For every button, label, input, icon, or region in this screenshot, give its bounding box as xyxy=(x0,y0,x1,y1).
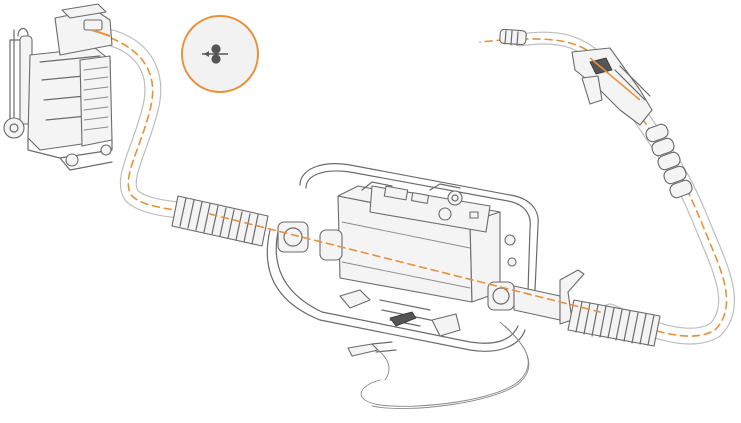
torch-cable-segments xyxy=(645,123,693,199)
wire-path-center xyxy=(209,213,601,313)
welding-machine-trolley xyxy=(3,3,113,171)
hose-boot-left xyxy=(171,195,269,247)
wire-feeder-unit xyxy=(266,163,585,409)
welding-torch xyxy=(499,28,693,199)
wire-feed-icon xyxy=(202,44,228,64)
wire-feed-badge xyxy=(181,15,259,93)
wire-path-left xyxy=(99,33,211,215)
hose-left xyxy=(99,29,214,221)
hose-boot-right xyxy=(567,299,661,347)
